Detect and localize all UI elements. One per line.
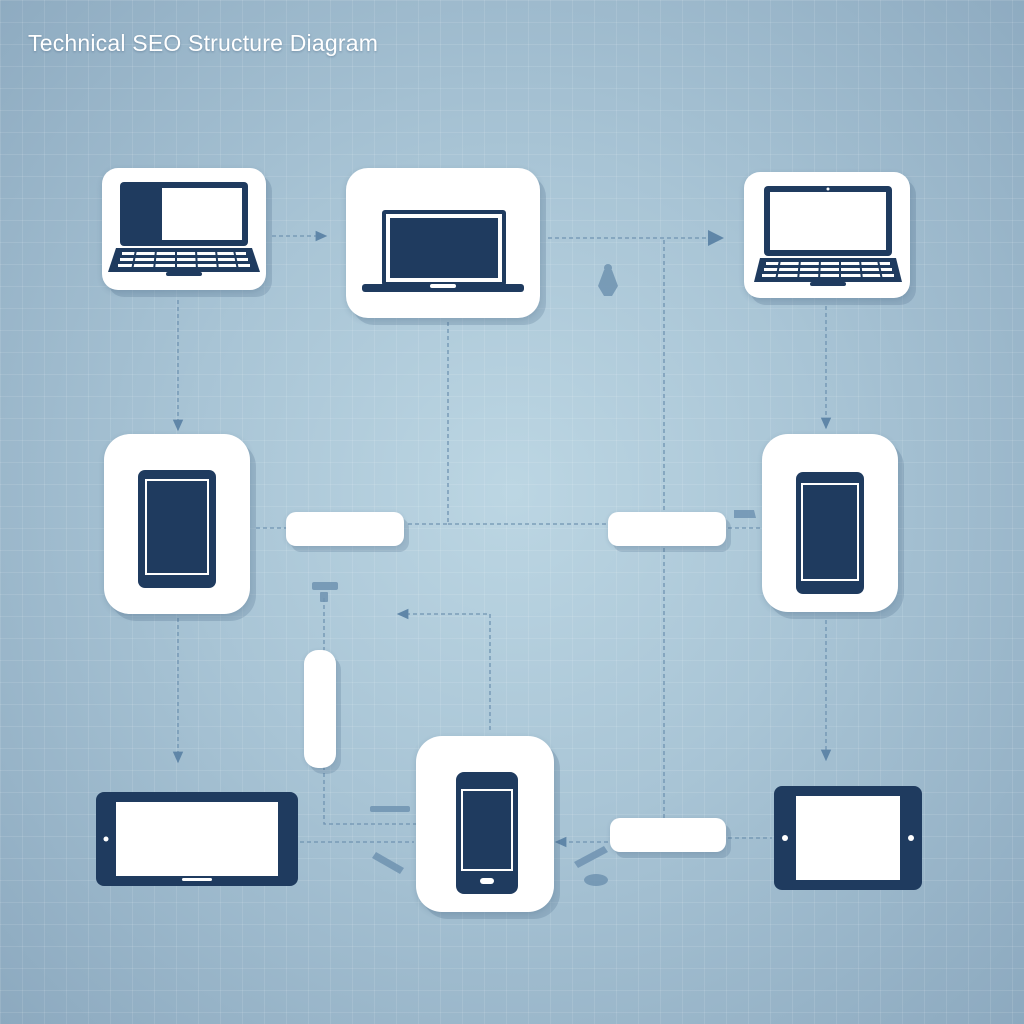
connector-block [608, 512, 726, 546]
cable-icon [370, 806, 410, 812]
connector-glyph-icon [734, 510, 756, 518]
laptop-icon [754, 186, 902, 286]
tool-icon [372, 852, 404, 874]
phone-icon [138, 470, 216, 588]
node-card-laptop-top-left[interactable] [102, 168, 266, 290]
plug-icon [312, 582, 338, 590]
laptop-icon [362, 210, 524, 292]
connector [323, 598, 416, 825]
tool-icon [574, 846, 608, 868]
tablet-icon [774, 786, 922, 890]
node-tablet-bottom-right[interactable] [774, 786, 924, 897]
node-card-phone-bottom-center[interactable] [416, 736, 554, 912]
node-card-phone-middle-right[interactable] [762, 434, 898, 612]
connector [396, 608, 491, 730]
phone-icon [456, 772, 518, 894]
phone-icon [796, 472, 864, 594]
connector-block [286, 512, 404, 546]
laptop-icon [108, 182, 260, 276]
node-tablet-bottom-left[interactable] [96, 792, 300, 893]
tag-icon [598, 270, 618, 296]
node-card-laptop-top-center[interactable] [346, 168, 540, 318]
node-card-laptop-top-right[interactable] [744, 172, 910, 298]
node-card-phone-middle-left[interactable] [104, 434, 250, 614]
connector-block [610, 818, 726, 852]
connector-block [304, 650, 336, 768]
connector [406, 322, 449, 525]
tablet-icon [96, 792, 298, 886]
diagram-title: Technical SEO Structure Diagram [28, 30, 379, 56]
